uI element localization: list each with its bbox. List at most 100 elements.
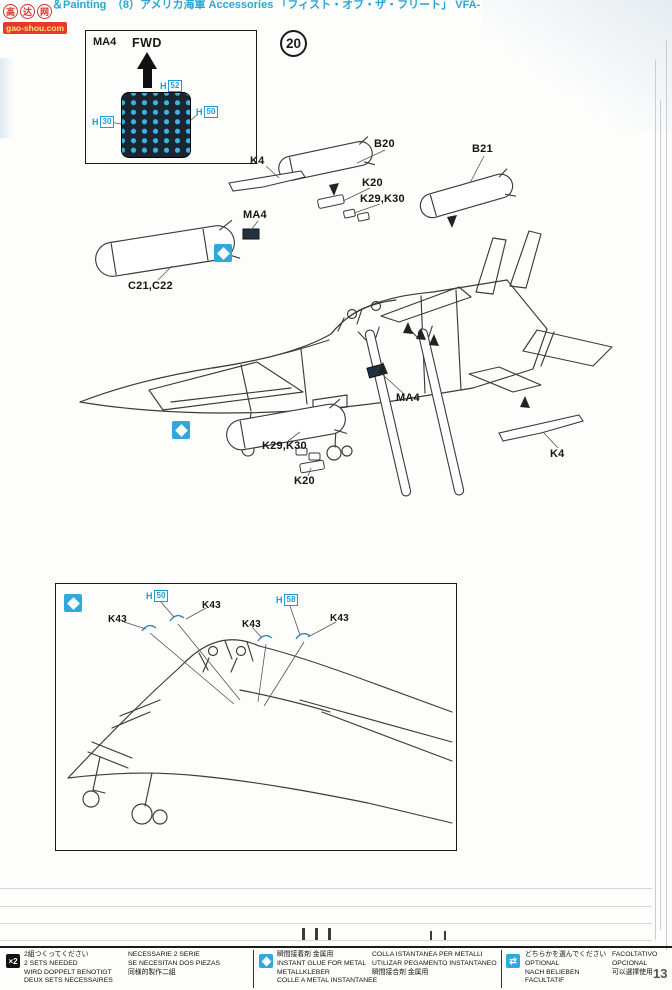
watermark-site: gao-shou.com	[3, 22, 68, 34]
scan-artifact	[655, 60, 656, 940]
step-number-badge: 20	[280, 30, 307, 57]
sub-assembly-box	[55, 583, 457, 851]
photoetch-plate	[121, 92, 191, 158]
instant-glue-icon	[64, 594, 82, 612]
scan-artifact	[0, 940, 652, 941]
side-view-aircraft	[67, 639, 453, 825]
instant-glue-icon	[172, 421, 190, 439]
part-label: B21	[472, 143, 493, 155]
watermark-char: 网	[37, 4, 52, 19]
part-label: K43	[108, 614, 127, 625]
scan-artifact	[0, 888, 652, 889]
scan-artifact	[430, 931, 432, 940]
footer-line: 2 SETS NEEDED	[24, 959, 78, 967]
scan-artifact	[0, 906, 652, 907]
footer-sets-text: 2組つくってください 2 SETS NEEDED WIRD DOPPELT BE…	[24, 951, 113, 986]
pylons	[228, 170, 584, 442]
page-header-fragment: ＆Painting （8）アメリカ海軍 Accessories 「フィスト・オブ…	[52, 0, 481, 11]
footer-line: FACULTATIF	[525, 977, 565, 985]
footer-column-divider	[501, 950, 502, 988]
watermark-char: 达	[20, 4, 35, 19]
fwd-label: FWD	[132, 36, 162, 50]
footer-optional-text: どちらかを選んでください OPTIONAL NACH BELIEBEN FACU…	[525, 951, 606, 986]
part-label: K29,K30	[262, 440, 307, 452]
footer-divider	[0, 946, 672, 948]
footer-line: SE NECESITAN DOS PIEZAS	[128, 959, 221, 967]
footer-glue-text-2: COLLA ISTANTANEA PER METALLI UTILIZAR PE…	[372, 951, 497, 977]
part-label: K20	[362, 177, 383, 189]
small-parts	[242, 194, 386, 474]
part-label: K4	[250, 155, 265, 167]
inset-part-label: MA4	[93, 36, 117, 48]
scan-artifact	[0, 923, 652, 924]
part-label: C21,C22	[128, 280, 173, 292]
footer-line: OPCIONAL	[612, 959, 648, 967]
footer-optional-text-2: FACOLTATIVO OPCIONAL 可以選擇使用	[612, 951, 657, 977]
main-aircraft	[79, 230, 613, 461]
footer-line: 瞬間接合剤 金属用	[372, 968, 429, 976]
paint-callout-number: 50	[153, 590, 169, 602]
footer-line: DEUX SETS NECESSAIRES	[24, 977, 113, 985]
scan-artifact	[315, 928, 318, 940]
footer-line: UTILIZAR PEGAMENTO INSTANTANEO	[372, 959, 497, 967]
footer-line: 瞬間接着剤 金属用	[277, 951, 334, 958]
watermark-char: 高	[3, 4, 18, 19]
part-label: K20	[294, 475, 315, 487]
footer-line: METALLKLEBER	[277, 968, 330, 976]
footer-column-divider	[253, 950, 254, 988]
scan-artifact	[328, 928, 331, 940]
missiles	[357, 325, 465, 497]
optional-icon: ⇄	[506, 954, 520, 968]
instant-glue-icon	[259, 954, 273, 968]
paint-callout-prefix: H	[146, 591, 153, 601]
footer-line: FACOLTATIVO	[612, 951, 658, 958]
footer-line: NECESSARIE 2 SERIE	[128, 951, 200, 958]
part-label: B20	[374, 138, 395, 150]
footer-line: WIRD DOPPELT BENOTIGT	[24, 968, 112, 976]
part-label: K43	[330, 613, 349, 624]
part-label: MA4	[396, 392, 420, 404]
paint-callout-number: 30	[99, 116, 115, 128]
watermark: 高 达 网 gao-shou.com	[3, 4, 75, 34]
part-label: K29,K30	[360, 193, 405, 205]
footer-line: NACH BELIEBEN	[525, 968, 580, 976]
scan-artifact	[302, 928, 305, 940]
part-label: K43	[202, 600, 221, 611]
footer-glue-text: 瞬間接着剤 金属用 INSTANT GLUE FOR METAL METALLK…	[277, 951, 377, 986]
footer-line: 可以選擇使用	[612, 968, 653, 976]
instant-glue-icon	[214, 244, 232, 262]
paint-callout-number: 58	[283, 594, 299, 606]
footer-line: COLLA ISTANTANEA PER METALLI	[372, 951, 483, 958]
scan-artifact	[666, 40, 667, 950]
footer-line: COLLE A METAL INSTANTANEE	[277, 977, 378, 985]
k43-leader-lines	[123, 600, 337, 707]
inset-box-ma4	[85, 30, 257, 164]
paint-callout-prefix: H	[160, 81, 167, 91]
part-label: MA4	[243, 209, 267, 221]
paint-callout-number: 50	[203, 106, 219, 118]
footer-line: OPTIONAL	[525, 959, 560, 967]
footer-line: 2組つくってください	[24, 951, 89, 958]
fwd-arrow-icon	[137, 52, 157, 88]
part-label: K43	[242, 619, 261, 630]
footer-line: 同様的製作二組	[128, 968, 176, 976]
paint-callout-prefix: H	[276, 595, 283, 605]
fuel-tanks	[95, 136, 517, 451]
two-sets-icon: ×2	[6, 954, 20, 968]
scan-artifact	[482, 0, 672, 130]
footer-sets-text-2: NECESSARIE 2 SERIE SE NECESITAN DOS PIEZ…	[128, 951, 220, 977]
watermark-logo: 高 达 网	[3, 4, 75, 19]
part-label: K4	[550, 448, 565, 460]
assembly-arrows	[329, 183, 530, 408]
page-number: 13	[653, 966, 668, 981]
paint-callout-prefix: H	[92, 117, 99, 127]
footer-line: どちらかを選んでください	[525, 951, 607, 958]
leader-lines	[109, 89, 559, 477]
